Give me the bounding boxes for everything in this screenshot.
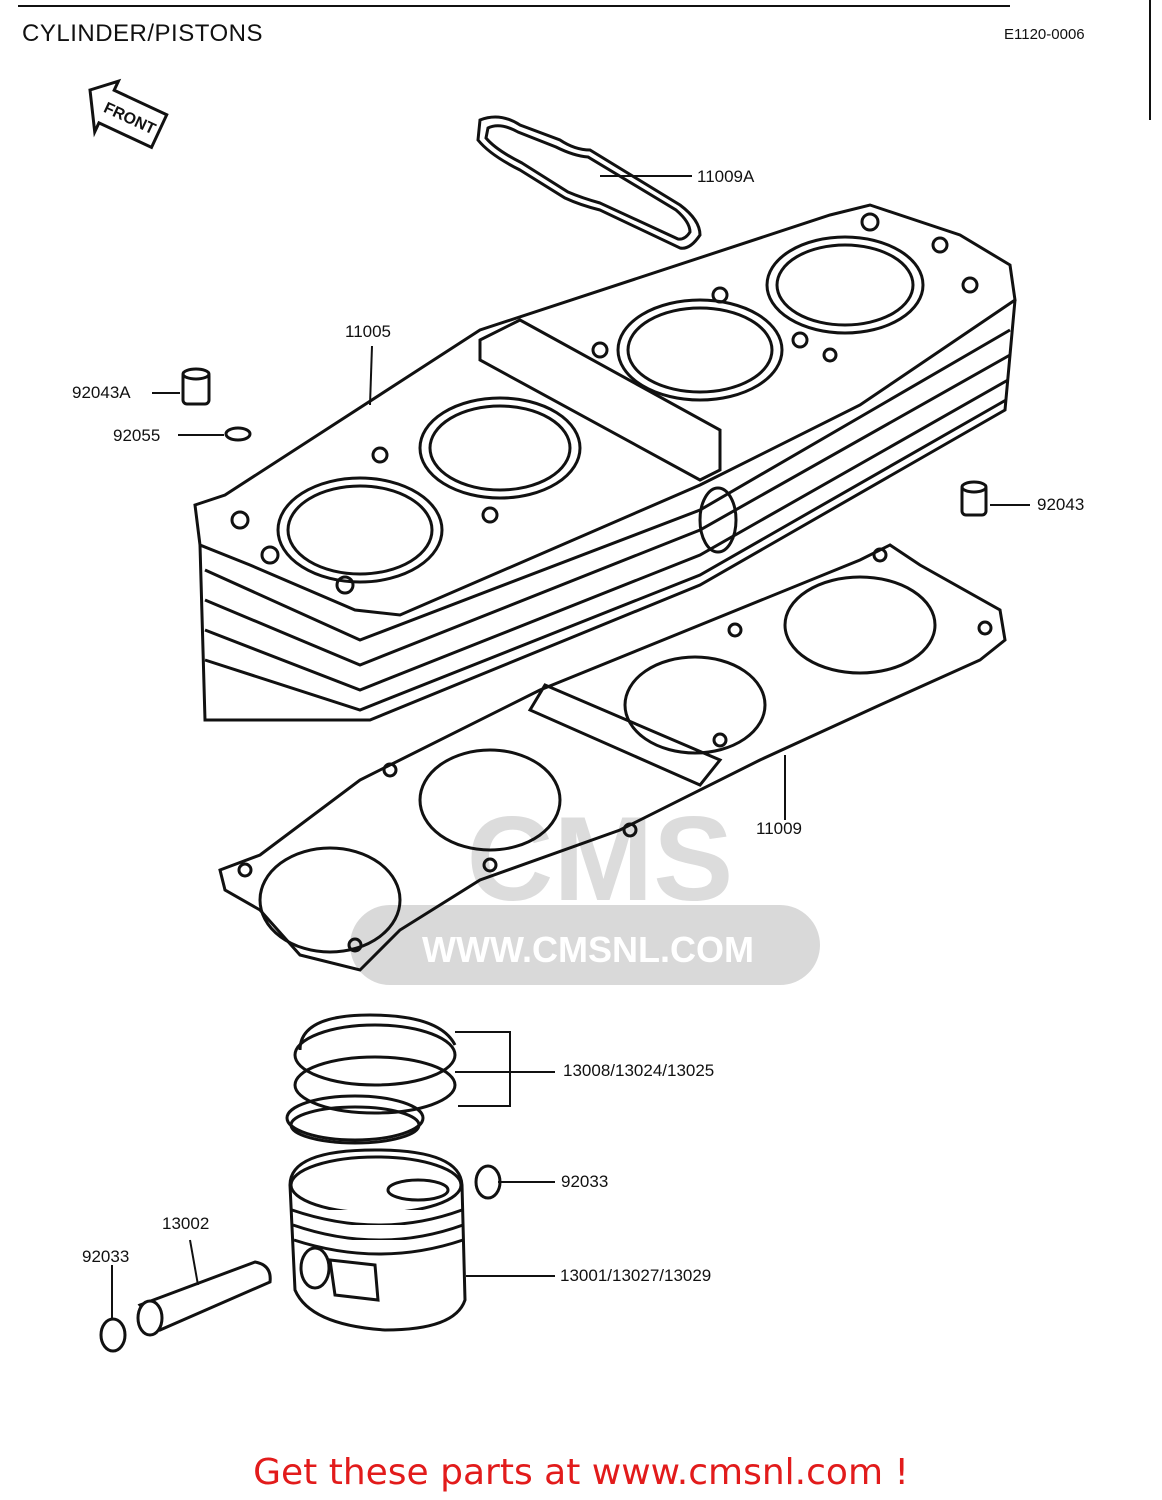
watermark-logo: CMS (467, 792, 734, 926)
callout-92043A: 92043A (72, 383, 131, 402)
callout-13008: 13008/13024/13025 (563, 1061, 715, 1080)
callout-92055: 92055 (113, 426, 161, 445)
page-title: CYLINDER/PISTONS (22, 20, 263, 47)
top-border (18, 0, 1151, 120)
piston-rings (285, 1013, 457, 1145)
callout-92033-left: 92033 (82, 1247, 130, 1266)
head-cover-gasket (476, 115, 702, 250)
footer-banner: Get these parts at www.cmsnl.com ! (0, 1452, 1162, 1493)
front-arrow-icon: FRONT (88, 78, 169, 150)
callout-92043: 92043 (1037, 495, 1085, 514)
callout-11009A: 11009A (697, 167, 755, 186)
callout-92033-right: 92033 (561, 1172, 609, 1191)
piston (288, 1148, 467, 1332)
callout-11005: 11005 (345, 322, 392, 341)
cms-watermark: WWW.CMSNL.COM CMS (350, 792, 820, 985)
dowel-pins (181, 367, 988, 517)
base-gasket (218, 543, 1007, 972)
callout-11009: 11009 (756, 819, 803, 838)
diagram-code: E1120-0006 (1004, 26, 1085, 43)
footer-link[interactable]: Get these parts at www.cmsnl.com ! (253, 1452, 909, 1493)
piston-pin-and-clips (99, 1164, 502, 1353)
callout-13002: 13002 (162, 1214, 210, 1233)
cylinder-block (193, 203, 1017, 722)
callout-13001: 13001/13027/13029 (560, 1266, 712, 1285)
watermark-url: WWW.CMSNL.COM (422, 929, 754, 970)
leader-lines (111, 175, 1030, 1320)
